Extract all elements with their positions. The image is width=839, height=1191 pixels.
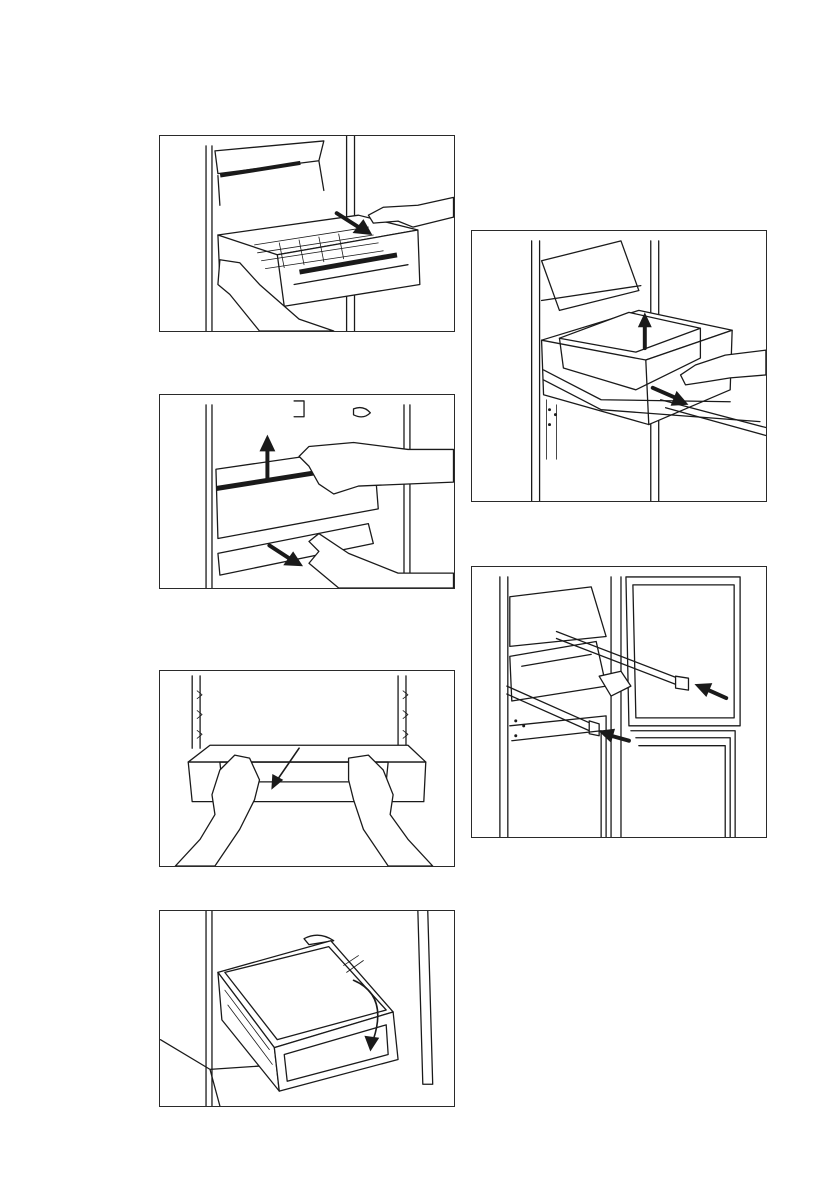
figure-pull-out-basket	[159, 135, 455, 332]
drawer-rotate-illustration	[160, 911, 454, 1106]
basket-pull-illustration	[160, 136, 454, 331]
figure-pull-out-cover	[159, 670, 455, 867]
arrow-in-icon	[598, 729, 629, 743]
basket-lift-illustration	[472, 231, 766, 501]
figure-lift-basket	[471, 230, 767, 502]
arrow-out-icon	[269, 545, 303, 566]
shelf-lift-illustration	[160, 395, 454, 588]
rails-push-illustration	[472, 567, 766, 837]
figure-lift-glass-shelf	[159, 394, 455, 589]
figure-push-in-rails	[471, 566, 767, 838]
figure-rotate-drawer	[159, 910, 455, 1107]
arrow-in-icon	[694, 683, 726, 698]
cover-pull-illustration	[160, 671, 454, 866]
